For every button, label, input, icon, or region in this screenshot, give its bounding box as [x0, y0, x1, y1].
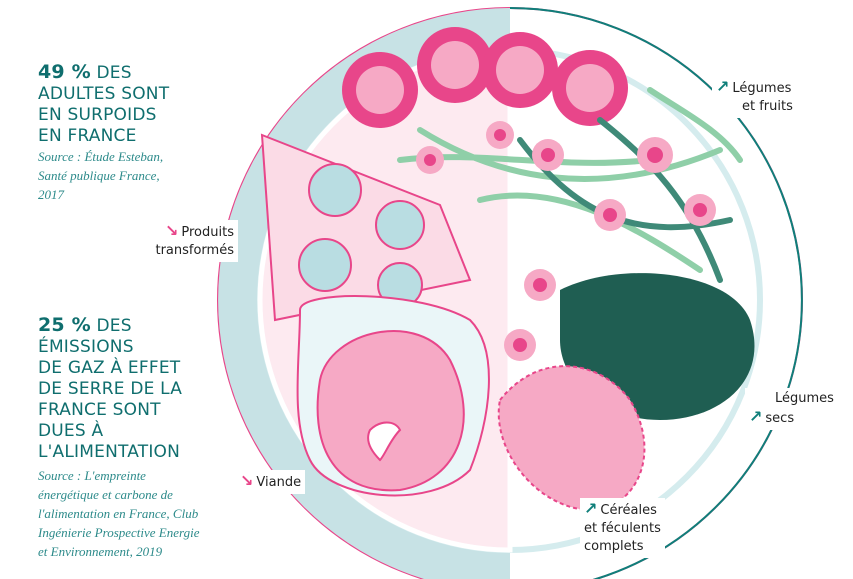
label-legumes-fruits: ↗Légumes et fruits	[712, 76, 797, 118]
arrow-down-right-icon: ↘	[240, 471, 254, 490]
label-text: Produits	[181, 225, 234, 240]
stat-text: ADULTES SONT	[38, 84, 170, 104]
stat-value: 25 %	[38, 314, 91, 336]
stat-text: DE GAZ À EFFET	[38, 358, 181, 378]
label-text: et féculents	[584, 521, 661, 536]
stat-text: EN SURPOIDS	[38, 105, 157, 125]
arrow-up-right-icon: ↗	[716, 77, 730, 96]
arrow-up-right-icon: ↗	[749, 407, 763, 426]
pizza-slice	[260, 133, 472, 322]
source-line: énergétique et carbone de	[38, 487, 173, 502]
stat-source: Source : Étude Esteban, Santé publique F…	[38, 147, 163, 204]
stat-emissions: 25 % DES ÉMISSIONS DE GAZ À EFFET DE SER…	[38, 315, 182, 463]
stat-text: FRANCE SONT	[38, 400, 161, 420]
stat-text: L'ALIMENTATION	[38, 442, 181, 462]
label-text: et fruits	[742, 99, 793, 114]
stat-value: 49 %	[38, 61, 91, 83]
label-text: Viande	[256, 475, 302, 490]
label-text: Légumes	[775, 391, 834, 406]
label-produits-transformes: ↘Produits transformés	[130, 220, 238, 262]
arrow-up-right-icon: ↗	[584, 499, 598, 518]
label-text: Légumes	[732, 81, 792, 96]
source-line: Ingénierie Prospective Energie	[38, 525, 200, 540]
label-text: transformés	[155, 243, 234, 258]
label-text: Céréales	[600, 503, 657, 518]
source-line: l'alimentation en France, Club	[38, 506, 199, 521]
meat-steak	[296, 295, 490, 497]
stat-text: DE SERRE DE LA	[38, 379, 183, 399]
label-text: complets	[584, 539, 644, 554]
stat-text: EN FRANCE	[38, 126, 137, 146]
label-legumes-secs: Légumes ↗secs	[745, 388, 838, 430]
label-viande: ↘Viande	[236, 470, 306, 494]
stat-overweight: 49 % DES ADULTES SONT EN SURPOIDS EN FRA…	[38, 62, 169, 147]
source-line: Santé publique France,	[38, 168, 160, 183]
label-cereales: ↗Céréales et féculents complets	[580, 498, 665, 558]
stat-source: Source : L'empreinte énergétique et carb…	[38, 466, 199, 561]
arrow-down-right-icon: ↘	[164, 221, 179, 240]
source-line: 2017	[38, 187, 64, 202]
source-line: Source : L'empreinte	[38, 468, 146, 483]
stat-text: DES	[96, 316, 132, 336]
source-line: et Environnement, 2019	[38, 544, 163, 559]
radishes	[416, 121, 716, 361]
stat-text: DUES À	[38, 421, 104, 441]
tomatoes	[342, 27, 628, 128]
source-line: Source : Étude Esteban,	[38, 149, 164, 164]
cereals	[497, 365, 646, 512]
stat-text: ÉMISSIONS	[38, 337, 134, 357]
stat-text: DES	[96, 63, 132, 83]
label-text: secs	[765, 411, 795, 426]
